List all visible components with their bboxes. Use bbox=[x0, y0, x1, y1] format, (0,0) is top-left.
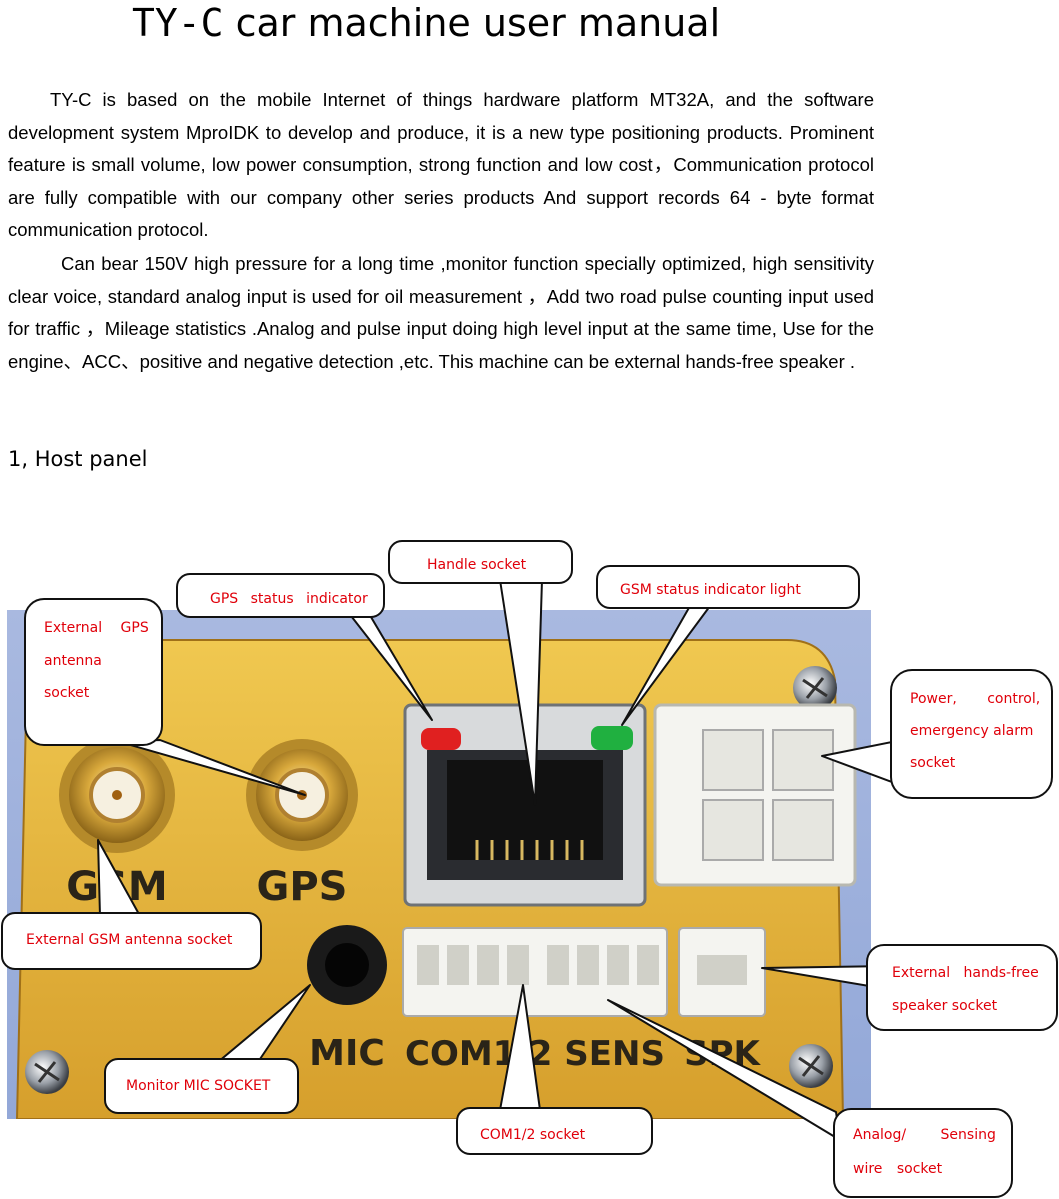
callout-gsm-status: GSM status indicator light bbox=[596, 565, 860, 609]
mic-panel-label: MIC bbox=[309, 1033, 385, 1074]
callout-gps-status: GPS status indicator bbox=[176, 573, 385, 618]
handle-socket-label: Handle socket bbox=[427, 557, 527, 573]
callout-mic-socket: Monitor MIC SOCKET bbox=[104, 1058, 299, 1114]
callout-external-gsm: External GSM antenna socket bbox=[1, 912, 262, 970]
ext-gps-label-3: socket bbox=[44, 685, 90, 701]
title-text: car machine user manual bbox=[223, 1, 721, 45]
power-label-2: emergency alarm bbox=[910, 723, 1034, 739]
speaker-label-2: speaker socket bbox=[892, 998, 998, 1014]
power-label-3: socket bbox=[910, 755, 956, 771]
gsm-status-label: GSM status indicator light bbox=[620, 582, 801, 598]
analog-label-2: wire socket bbox=[853, 1161, 943, 1177]
document-title: TY-C car machine user manual bbox=[132, 0, 832, 46]
callout-power-socket: Power, control, emergency alarm socket bbox=[890, 669, 1053, 799]
spk-panel-label: SPK bbox=[684, 1034, 761, 1074]
callout-speaker-socket: External hands-free speaker socket bbox=[866, 944, 1058, 1031]
section-heading: 1, Host panel bbox=[8, 447, 148, 471]
intro-paragraph: TY-C is based on the mobile Internet of … bbox=[8, 89, 874, 240]
analog-label-1: Analog/ Sensing bbox=[853, 1127, 996, 1143]
callout-external-gps: External GPS antenna socket bbox=[24, 598, 163, 746]
com-socket-label: COM1/2 socket bbox=[480, 1127, 586, 1143]
callout-handle-socket: Handle socket bbox=[388, 540, 573, 584]
callout-analog-sensing: Analog/ Sensing wire socket bbox=[833, 1108, 1013, 1198]
gps-status-label: GPS status indicator bbox=[210, 591, 368, 607]
callout-com-socket: COM1/2 socket bbox=[456, 1107, 653, 1155]
speaker-label-1: External hands-free bbox=[892, 965, 1039, 981]
title-model: TY-C bbox=[132, 1, 224, 45]
ext-gps-label-1: External GPS bbox=[44, 620, 149, 636]
gsm-led bbox=[591, 726, 633, 750]
gps-panel-label: GPS bbox=[257, 864, 348, 910]
features-paragraph: Can bear 150V high pressure for a long t… bbox=[8, 253, 874, 372]
gps-led bbox=[421, 728, 461, 750]
mic-socket-label: Monitor MIC SOCKET bbox=[126, 1078, 271, 1094]
ext-gps-label-2: antenna bbox=[44, 653, 102, 669]
gsm-panel-label: GSM bbox=[66, 864, 167, 910]
ext-gsm-label: External GSM antenna socket bbox=[26, 932, 233, 948]
com-sens-panel-label: COM1/2 SENS bbox=[405, 1034, 665, 1074]
power-label-1: Power, control, bbox=[910, 691, 1041, 707]
